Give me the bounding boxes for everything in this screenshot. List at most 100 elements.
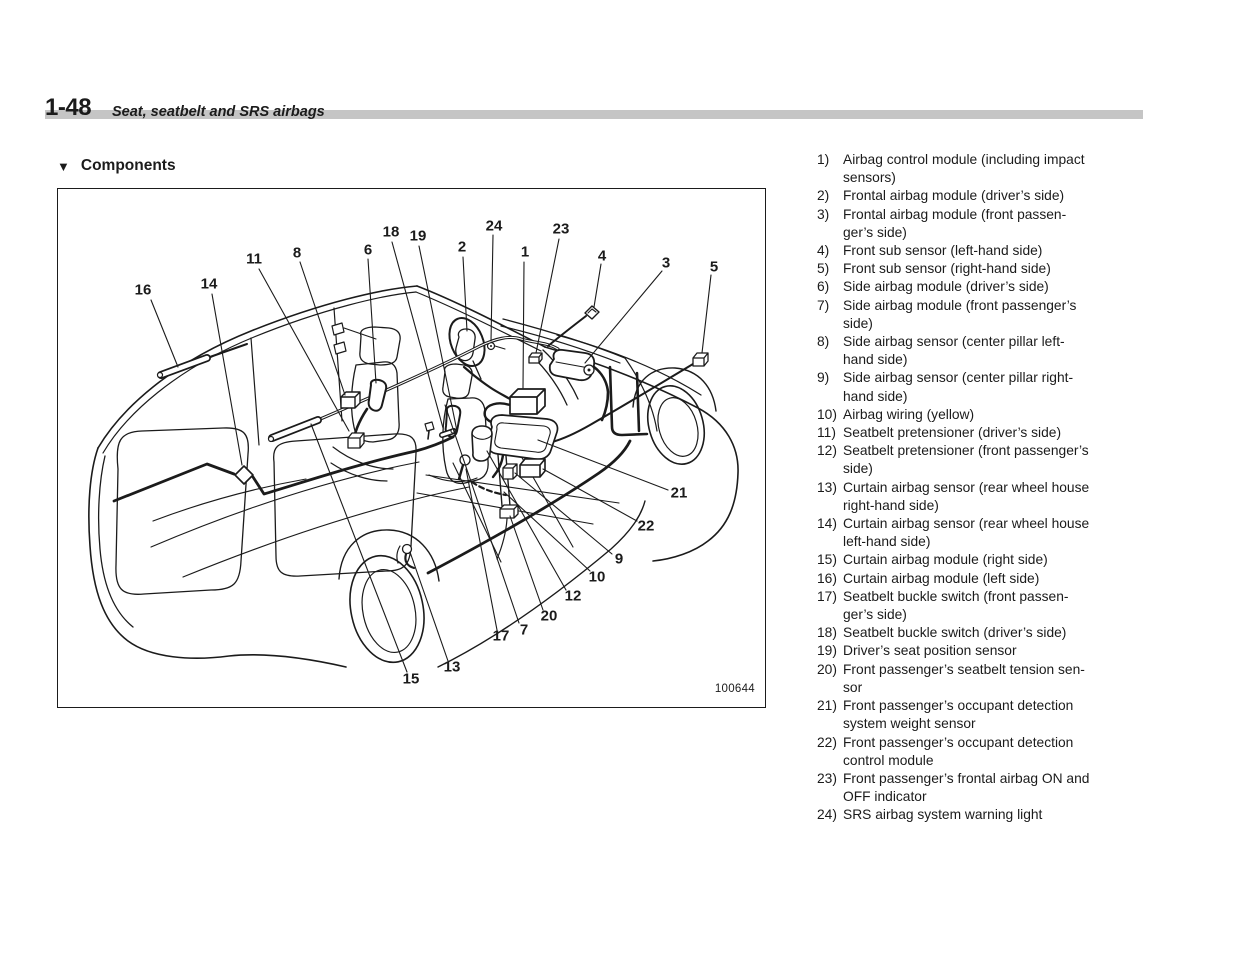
list-item: 4) Front sub sensor (left-hand side) [817, 242, 1137, 260]
callout-15: 15 [402, 670, 420, 688]
callout-11: 11 [246, 250, 262, 268]
item-text: Front passenger’s occupant detection sys… [843, 698, 1074, 732]
item-text: Side airbag module (driver’s side) [843, 279, 1049, 295]
section-number: 1-48 [45, 94, 92, 121]
list-item: 20)Front passenger’s seatbelt tension se… [817, 661, 1137, 697]
list-item: 8) Side airbag sensor (center pillar left… [817, 333, 1137, 369]
item-number: 3) [817, 206, 830, 222]
item-text: Frontal airbag module (front passen- ger… [843, 206, 1067, 240]
triangle-down-icon: ▼ [57, 158, 70, 174]
list-item: 21) Front passenger’s occupant detection … [817, 697, 1137, 733]
list-item: 16) Curtain airbag module (left side) [817, 570, 1137, 588]
list-item: 17) Seatbelt buckle switch (front passen-… [817, 588, 1137, 624]
list-item: 11) Seatbelt pretensioner (driver’s side) [817, 424, 1137, 442]
item-number: 6) [817, 279, 830, 295]
item-text: Frontal airbag module (driver’s side) [843, 188, 1065, 204]
list-item: 15) Curtain airbag module (right side) [817, 551, 1137, 569]
list-item: 22) Front passenger’s occupant detection … [817, 734, 1137, 770]
item-number: 7) [817, 297, 830, 313]
figure-frame: 16 14 11 8 6 18 19 2 24 1 23 4 3 5 21 22… [57, 188, 766, 708]
item-text: Curtain airbag sensor (rear wheel house … [843, 479, 1090, 513]
item-text: Curtain airbag module (right side) [843, 552, 1048, 568]
list-item: 1) Airbag control module (including impac… [817, 151, 1137, 187]
item-number: 1) [817, 152, 830, 167]
callout-5: 5 [709, 258, 719, 276]
callout-13: 13 [443, 658, 461, 676]
list-item: 6) Side airbag module (driver’s side) [817, 278, 1137, 296]
list-item: 24) SRS airbag system warning light [817, 806, 1137, 824]
list-item: 14)Curtain airbag sensor (rear wheel hou… [817, 515, 1137, 551]
item-number: 15) [817, 552, 837, 568]
item-number: 4) [817, 243, 830, 259]
item-text: Curtain airbag module (left side) [843, 570, 1040, 586]
components-heading: ▼ Components [57, 157, 176, 176]
list-item: 19)Driver’s seat position sensor [817, 642, 1137, 660]
callout-20: 20 [540, 607, 558, 625]
item-number: 11) [817, 425, 836, 441]
item-text: Front sub sensor (left-hand side) [843, 243, 1043, 259]
list-item: 12) Seatbelt pretensioner (front passenge… [817, 442, 1137, 478]
item-number: 17) [817, 588, 837, 604]
item-number: 23) [817, 770, 837, 786]
item-text: Side airbag sensor (center pillar right-… [843, 370, 1074, 404]
list-item: 23) Front passenger’s frontal airbag ON a… [817, 770, 1137, 806]
callout-17: 17 [492, 627, 510, 645]
item-text: Front passenger’s frontal airbag ON and … [843, 770, 1090, 805]
figure-code: 100644 [714, 683, 755, 695]
callout-19: 19 [409, 227, 427, 245]
item-number: 24) [817, 807, 837, 823]
callout-12: 12 [564, 587, 582, 605]
item-number: 22) [817, 734, 837, 750]
list-item: 2) Frontal airbag module (driver’s side) [817, 187, 1137, 205]
item-number: 16) [817, 570, 837, 586]
item-number: 14) [817, 516, 837, 532]
callout-22: 22 [637, 517, 655, 535]
callout-6: 6 [363, 241, 373, 259]
item-number: 5) [817, 261, 830, 277]
list-item: 10) Airbag wiring (yellow) [817, 406, 1137, 424]
item-text: Seatbelt buckle switch (driver’s side) [843, 625, 1067, 641]
list-item: 5) Front sub sensor (right-hand side) [817, 260, 1137, 278]
list-item: 13) Curtain airbag sensor (rear wheel hou… [817, 479, 1137, 515]
item-number: 10) [817, 406, 837, 422]
item-number: 12) [817, 443, 837, 459]
item-number: 20) [817, 661, 837, 677]
callout-4: 4 [597, 247, 607, 265]
callout-14: 14 [200, 275, 218, 293]
item-text: Seatbelt pretensioner (front passenger’s… [843, 443, 1089, 477]
item-text: Seatbelt pretensioner (driver’s side) [843, 425, 1062, 441]
item-text: Front sub sensor (right-hand side) [843, 261, 1051, 277]
callout-8: 8 [292, 244, 302, 262]
callout-1: 1 [520, 243, 530, 261]
item-text: Side airbag module (front passenger’s si… [843, 297, 1077, 331]
item-text: Driver’s seat position sensor [843, 643, 1017, 659]
callout-10: 10 [588, 568, 606, 586]
list-item: 18) Seatbelt buckle switch (driver’s side… [817, 624, 1137, 642]
callout-18: 18 [382, 223, 400, 241]
list-item: 9)Side airbag sensor (center pillar righ… [817, 369, 1137, 405]
callout-3: 3 [661, 254, 671, 272]
item-text: Front passenger’s occupant detection con… [843, 734, 1074, 768]
components-heading-label: Components [80, 157, 176, 174]
components-list: 1) Airbag control module (including impac… [817, 151, 1137, 825]
item-number: 18) [817, 625, 837, 641]
item-number: 2) [817, 188, 830, 204]
callout-7: 7 [519, 621, 529, 639]
item-text: Seatbelt buckle switch (front passen- ge… [843, 588, 1069, 623]
list-item: 7) Side airbag module (front passenger’s … [817, 297, 1137, 333]
vehicle-cutaway-illustration [88, 234, 739, 673]
callout-9: 9 [614, 550, 624, 568]
item-text: Airbag wiring (yellow) [843, 406, 975, 422]
item-number: 21) [817, 698, 837, 714]
item-text: Side airbag sensor (center pillar left- … [843, 334, 1065, 368]
item-number: 8) [817, 334, 830, 350]
item-number: 13) [817, 479, 837, 495]
item-text: SRS airbag system warning light [843, 807, 1043, 823]
list-item: 3) Frontal airbag module (front passen- g… [817, 206, 1137, 242]
item-text: Airbag control module (including impact … [843, 152, 1085, 186]
callout-21: 21 [670, 484, 688, 502]
callout-23: 23 [552, 220, 570, 238]
callout-16: 16 [134, 281, 152, 299]
callout-24: 24 [485, 217, 503, 235]
